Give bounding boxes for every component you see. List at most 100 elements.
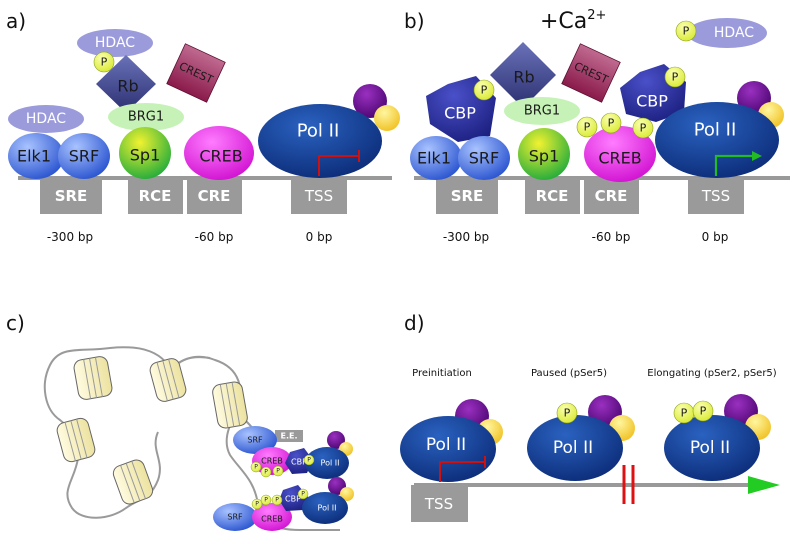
nucleosome: [73, 356, 113, 400]
phospho-label: P: [255, 501, 259, 508]
brg1: [108, 103, 184, 131]
stage-preinitiation: Preinitiation: [412, 368, 472, 379]
rce-label: RCE: [536, 187, 569, 205]
elk1: [8, 133, 64, 179]
ee-element: [275, 430, 303, 442]
hdac-label: HDAC: [95, 35, 135, 51]
rb-label: Rb: [117, 77, 138, 96]
position-cre: -60 bp: [195, 230, 234, 244]
phospho: [675, 20, 697, 42]
cbp-label: CBP: [636, 92, 668, 111]
phospho-label: P: [301, 491, 305, 498]
rb-label: Rb: [513, 68, 534, 87]
creb-label: CREB: [199, 147, 242, 166]
phospho-label: P: [681, 407, 688, 420]
sre-element: SRE: [436, 178, 498, 214]
nucleosome: [212, 381, 248, 429]
phospho: [556, 402, 578, 424]
pol-ii-label: Pol II: [694, 120, 737, 141]
pol-ii-label: Pol II: [690, 438, 730, 458]
creb: [584, 126, 656, 182]
sp1: [119, 127, 171, 179]
pol-ii: [302, 492, 348, 524]
yellow-subunit: [340, 487, 354, 501]
tss-arrow-repressed: [318, 155, 359, 176]
sre-label: SRE: [451, 187, 484, 205]
position-tss: 0 bp: [306, 230, 333, 244]
panel-d: d) Preinitiation Paused (pSer5) Elongati…: [400, 311, 780, 522]
crest: CREST: [561, 43, 621, 103]
purple-subunit: [327, 431, 345, 449]
hdac-label: HDAC: [26, 111, 66, 127]
cre-label: CRE: [595, 187, 628, 205]
srf: [58, 133, 110, 179]
phospho-label: P: [101, 56, 108, 69]
phospho-label: P: [275, 497, 279, 504]
panel-c: c): [6, 311, 354, 531]
brg1-label: BRG1: [524, 104, 560, 119]
creb-label: CREB: [261, 457, 283, 466]
phospho-label: P: [640, 122, 647, 135]
crest: CREST: [166, 43, 226, 103]
phospho-label: P: [700, 405, 707, 418]
phospho: [251, 498, 263, 510]
rb: [490, 42, 556, 108]
tss-element: TSS: [411, 485, 468, 522]
srf-label: SRF: [227, 513, 243, 522]
panel-c-letter: c): [6, 311, 25, 335]
hdac: [8, 105, 84, 133]
pol-ii: [400, 416, 496, 482]
cre-label: CRE: [198, 187, 231, 205]
rce-label: RCE: [139, 187, 172, 205]
srf-label: SRF: [469, 149, 499, 168]
panel-b-letter: b): [404, 9, 425, 33]
srf: [233, 426, 277, 454]
phospho: [297, 488, 309, 500]
cbp-label: CBP: [285, 495, 301, 504]
pol-ii-label: Pol II: [297, 121, 340, 142]
rce-element: RCE: [525, 178, 580, 214]
nucleosome: [56, 417, 96, 463]
phospho-label: P: [683, 25, 690, 38]
phospho: [93, 51, 115, 73]
phospho-label: P: [254, 464, 258, 471]
sre-label: SRE: [55, 187, 88, 205]
position-cre: -60 bp: [592, 230, 631, 244]
chromatin-fiber: [43, 346, 340, 531]
phospho: [271, 494, 283, 506]
elongation-arrow: [748, 476, 780, 494]
phospho: [664, 66, 686, 88]
creb: [184, 126, 254, 180]
panel-b: b) +Ca2+ HDAC P SRE RCE CRE TSS -300 bp …: [404, 8, 790, 244]
cre-element: CRE: [187, 178, 242, 214]
calcium-label: +Ca2+: [540, 8, 606, 34]
srf: [458, 136, 510, 180]
pol-ii: [655, 102, 779, 178]
creb: [252, 503, 292, 531]
phospho-label: P: [584, 121, 591, 134]
pol-ii: [664, 415, 760, 481]
phospho: [260, 494, 272, 506]
panel-d-letter: d): [404, 311, 425, 335]
brg1: [504, 97, 580, 125]
tss-label: TSS: [304, 187, 333, 205]
phospho: [272, 465, 284, 477]
stage-paused: Paused (pSer5): [531, 368, 607, 379]
phospho-label: P: [276, 468, 280, 475]
srf-label: SRF: [69, 147, 99, 166]
nucleosome: [112, 459, 154, 505]
position-sre: -300 bp: [47, 230, 93, 244]
pol-ii: [258, 104, 382, 178]
phospho: [260, 466, 272, 478]
phospho: [473, 79, 495, 101]
hdac-label: HDAC: [714, 25, 754, 41]
panel-a-letter: a): [6, 9, 26, 33]
ee-label: E.E.: [280, 432, 297, 441]
rce-element: RCE: [128, 178, 183, 214]
elk1-label: Elk1: [417, 149, 451, 168]
brg1-label: BRG1: [128, 110, 164, 125]
phospho-label: P: [564, 407, 571, 420]
cre-element: CRE: [584, 178, 639, 214]
position-tss: 0 bp: [702, 230, 729, 244]
